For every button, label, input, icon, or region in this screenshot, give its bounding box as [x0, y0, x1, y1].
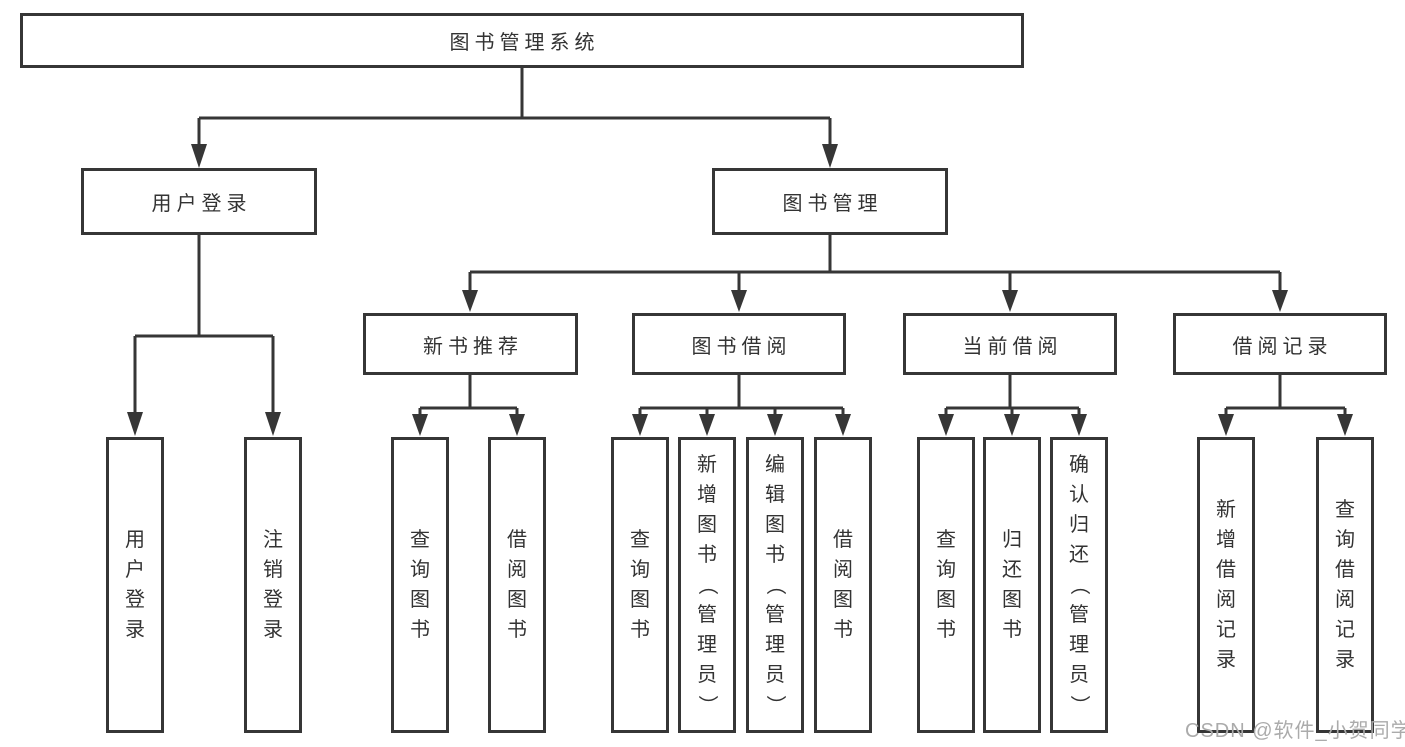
leaf-confirm-return-admin: 确认归还（管理员） — [1050, 437, 1108, 733]
node-user-login: 用户登录 — [81, 168, 317, 235]
leaf-borrow-books-recommend: 借阅图书 — [488, 437, 546, 733]
node-current-borrow: 当前借阅 — [903, 313, 1117, 375]
leaf-return-books: 归还图书 — [983, 437, 1041, 733]
node-root: 图书管理系统 — [20, 13, 1024, 68]
node-borrow-records: 借阅记录 — [1173, 313, 1387, 375]
watermark-text: CSDN @软件_小贺同学 — [1185, 720, 1405, 742]
node-book-borrow: 图书借阅 — [632, 313, 846, 375]
leaf-query-borrow-record: 查询借阅记录 — [1316, 437, 1374, 733]
leaf-add-book-admin: 新增图书（管理员） — [678, 437, 736, 733]
leaf-borrow-books: 借阅图书 — [814, 437, 872, 733]
leaf-edit-book-admin: 编辑图书（管理员） — [746, 437, 804, 733]
arrowheads — [127, 144, 1353, 436]
connector-path — [133, 68, 1347, 418]
leaf-query-books-recommend: 查询图书 — [391, 437, 449, 733]
leaf-add-borrow-record: 新增借阅记录 — [1197, 437, 1255, 733]
leaf-logout: 注销登录 — [244, 437, 302, 733]
leaf-query-books-borrow: 查询图书 — [611, 437, 669, 733]
leaf-user-login: 用户登录 — [106, 437, 164, 733]
node-new-book-recommend: 新书推荐 — [363, 313, 578, 375]
node-book-management: 图书管理 — [712, 168, 948, 235]
leaf-query-books-current: 查询图书 — [917, 437, 975, 733]
